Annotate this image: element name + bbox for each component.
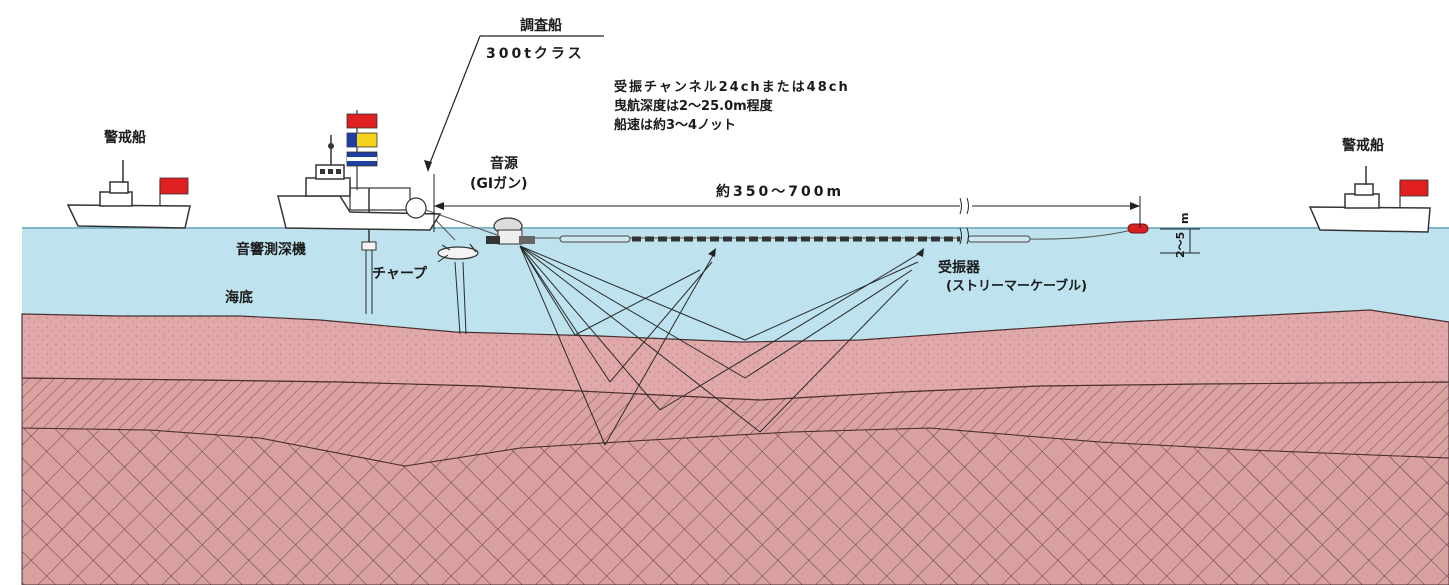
echo-sounder-label: 音響測深機	[236, 241, 306, 258]
chirp-label: チャープ	[372, 266, 428, 282]
survey-ship-title: 調査船	[520, 17, 562, 34]
guard-ship-right-label: 警戒船	[1342, 137, 1384, 154]
survey-ship-callout	[424, 35, 604, 172]
spec-line-2: 曳航深度は2～25.0m程度	[614, 98, 774, 114]
tail-buoy	[1127, 223, 1149, 234]
sediment-layer-top	[21, 309, 1449, 401]
depth-marker	[1160, 228, 1200, 254]
survey-ship-class: 300tクラス	[486, 46, 585, 62]
sounder-beams	[365, 250, 467, 335]
receiver-label: 受振器	[938, 259, 981, 276]
gi-gun-source	[486, 217, 535, 245]
depth-unit-label: m	[1178, 213, 1191, 224]
source-type-label: (GIガン)	[470, 176, 528, 192]
guard-ship-left-label: 警戒船	[104, 129, 146, 146]
guard-ship-right	[1308, 166, 1431, 233]
spec-line-3: 船速は約3～4ノット	[614, 117, 736, 133]
chirp-leader	[437, 254, 449, 263]
distance-dimension	[433, 174, 1141, 245]
sediment-layer-bottom	[21, 427, 1449, 585]
spec-line-1: 受振チャンネル24chまたは48ch	[614, 79, 850, 95]
seismic-rays	[519, 245, 924, 446]
receiver-type-label: (ストリーマーケーブル)	[946, 278, 1087, 294]
guard-ship-left	[66, 160, 191, 229]
source-label: 音源	[490, 155, 518, 172]
depth-value-label: 2～5	[1174, 232, 1187, 258]
streamer-cable	[515, 223, 1149, 243]
signal-flags	[346, 113, 378, 167]
distance-label: 約350～700m	[716, 183, 844, 200]
chirp-towfish	[437, 243, 479, 260]
seafloor-label: 海底	[225, 289, 253, 306]
